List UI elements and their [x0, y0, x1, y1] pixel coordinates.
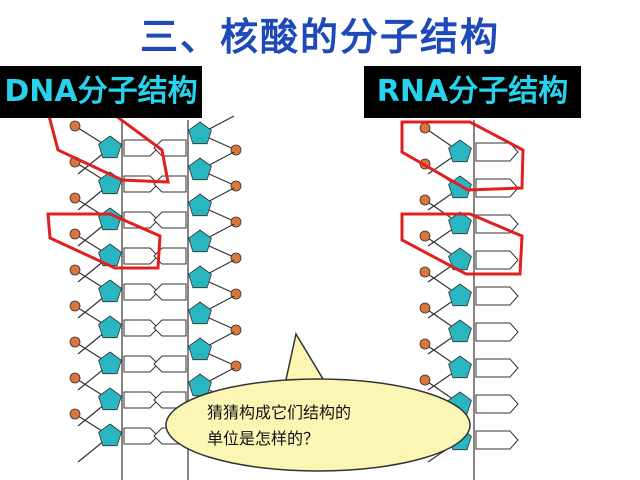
nitrogenous-base: [123, 283, 159, 301]
deoxyribose-sugar: [188, 157, 212, 181]
phosphate-group: [419, 374, 431, 386]
nitrogenous-base: [123, 355, 159, 373]
dna-nucleotide-highlight-2: [46, 212, 162, 270]
phosphate-group: [419, 230, 431, 242]
phosphate-group: [69, 228, 81, 240]
phosphate-group: [69, 336, 81, 348]
ribose-sugar: [448, 319, 472, 343]
phosphate-group: [419, 122, 431, 134]
phosphate-group: [419, 302, 431, 314]
nitrogenous-base: [153, 391, 187, 409]
phosphate-group: [230, 324, 242, 336]
nitrogenous-base: [123, 391, 159, 409]
deoxyribose-sugar: [98, 423, 122, 447]
nitrogenous-base: [475, 286, 519, 306]
nitrogenous-base: [153, 283, 187, 301]
phosphate-group: [69, 120, 81, 132]
slide-title: 三、核酸的分子结构: [139, 15, 500, 59]
question-callout: [165, 331, 471, 472]
nitrogenous-base: [475, 430, 519, 450]
nitrogenous-base: [123, 319, 159, 337]
nitrogenous-base: [153, 175, 187, 193]
nitrogenous-base: [475, 394, 519, 414]
nitrogenous-base: [123, 427, 159, 445]
deoxyribose-sugar: [98, 135, 122, 159]
phosphate-group: [230, 252, 242, 264]
ribose-sugar: [448, 283, 472, 307]
nitrogenous-base: [123, 139, 159, 157]
phosphate-group: [419, 338, 431, 350]
nitrogenous-base: [123, 175, 159, 193]
nitrogenous-base: [153, 247, 187, 265]
ribose-sugar: [448, 355, 472, 379]
nitrogenous-base: [123, 211, 159, 229]
rna-nucleotide-highlight-2: [400, 212, 524, 276]
rna-structure-label: RNA分子结构: [364, 66, 581, 118]
deoxyribose-sugar: [188, 301, 212, 325]
deoxyribose-sugar: [98, 279, 122, 303]
deoxyribose-sugar: [188, 337, 212, 361]
question-line-2: 单位是怎样的？: [207, 429, 320, 448]
question-text: 猜猜构成它们结构的 单位是怎样的？: [207, 400, 457, 452]
nitrogenous-base: [123, 247, 159, 265]
dna-structure-label: DNA分子结构: [0, 66, 202, 118]
phosphate-group: [230, 360, 242, 372]
rna-nucleotide-highlight-1: [400, 120, 525, 192]
deoxyribose-sugar: [98, 387, 122, 411]
ribose-sugar: [448, 211, 472, 235]
phosphate-group: [419, 266, 431, 278]
phosphate-group: [419, 194, 431, 206]
phosphate-group: [69, 300, 81, 312]
question-line-1: 猜猜构成它们结构的: [207, 403, 352, 422]
nitrogenous-base: [475, 142, 519, 162]
nitrogenous-base: [475, 358, 519, 378]
deoxyribose-sugar: [188, 265, 212, 289]
deoxyribose-sugar: [188, 229, 212, 253]
deoxyribose-sugar: [98, 315, 122, 339]
phosphate-group: [69, 192, 81, 204]
nitrogenous-base: [475, 250, 519, 270]
dna-strand-diagram: [69, 115, 242, 480]
deoxyribose-sugar: [188, 121, 212, 145]
nitrogenous-base: [153, 211, 187, 229]
phosphate-group: [230, 180, 242, 192]
nitrogenous-base: [153, 319, 187, 337]
ribose-sugar: [448, 139, 472, 163]
phosphate-group: [230, 216, 242, 228]
phosphate-group: [69, 408, 81, 420]
phosphate-group: [69, 372, 81, 384]
callout-ellipse: [165, 378, 471, 472]
deoxyribose-sugar: [188, 373, 212, 397]
nitrogenous-base: [475, 322, 519, 342]
deoxyribose-sugar: [98, 351, 122, 375]
phosphate-group: [230, 288, 242, 300]
phosphate-group: [230, 144, 242, 156]
nitrogenous-base: [153, 355, 187, 373]
phosphate-group: [69, 264, 81, 276]
deoxyribose-sugar: [188, 193, 212, 217]
